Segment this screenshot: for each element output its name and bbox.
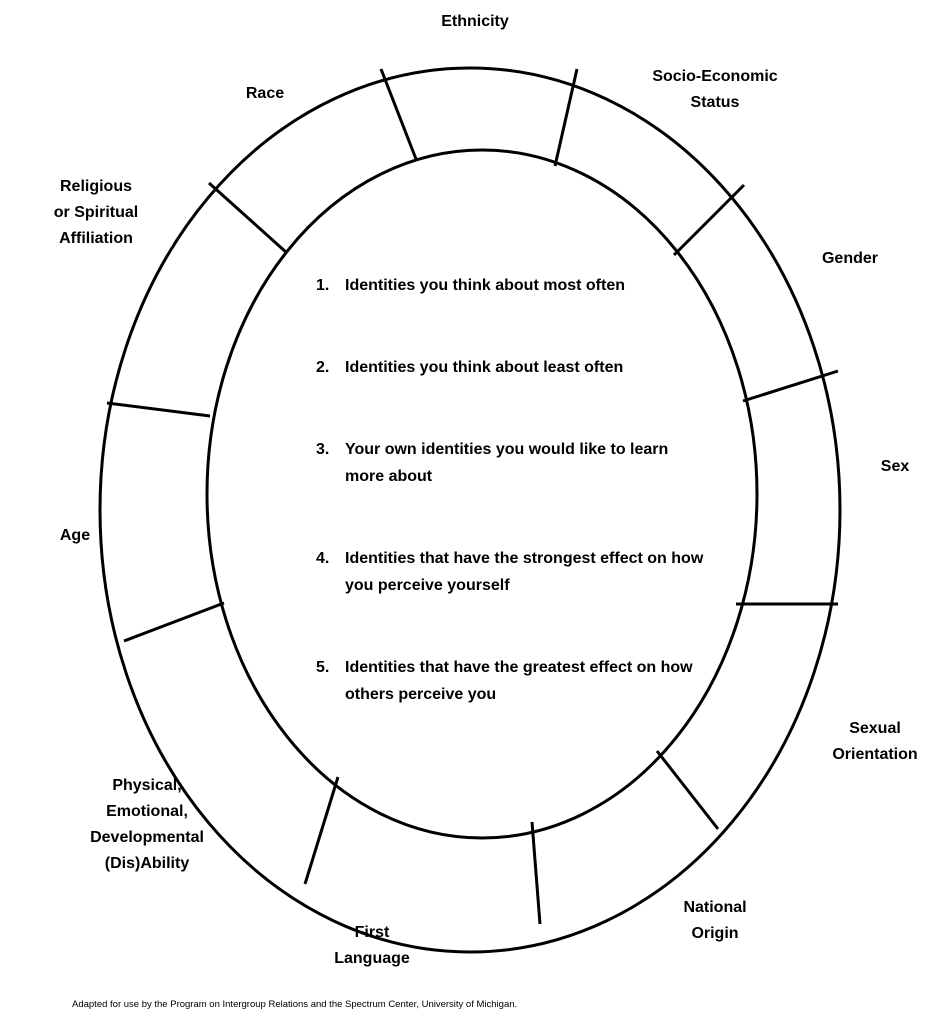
- label-age: Age: [59, 527, 91, 544]
- divider-age-religion: [106, 401, 211, 418]
- label-ethnicity: Ethnicity: [441, 13, 509, 30]
- label-national-origin: National Origin: [683, 899, 747, 942]
- prompt-number: 5.: [316, 659, 330, 676]
- prompt-item: 3. Your own identities you would like to…: [316, 436, 716, 490]
- prompt-item: 5. Identities that have the greatest eff…: [316, 654, 716, 708]
- label-gender: Gender: [821, 250, 878, 267]
- label-sex: Sex: [880, 458, 910, 475]
- divider-race-ethnicity: [379, 68, 418, 160]
- divider-language-ability: [303, 776, 340, 885]
- prompt-item: 4. Identities that have the strongest ef…: [316, 545, 716, 599]
- prompt-text: Identities you think about least often: [345, 359, 624, 376]
- prompt-number: 3.: [316, 441, 330, 458]
- divider-ability-age: [123, 601, 225, 643]
- credit-note: Adapted for use by the Program on Interg…: [72, 999, 518, 1010]
- label-first-language: First Language: [334, 924, 410, 967]
- outer-ring: [98, 66, 842, 954]
- label-socio-economic-status: Socio-Economic Status: [652, 68, 778, 111]
- label-sexual-orientation: Sexual Orientation: [832, 720, 918, 763]
- divider-national-language: [530, 821, 542, 925]
- prompt-number: 2.: [316, 359, 330, 376]
- divider-gender-sex: [742, 369, 839, 403]
- label-ability: Physical, Emotional, Developmental (Dis)…: [90, 777, 204, 872]
- inner-ring: [205, 148, 759, 840]
- divider-ses-gender: [672, 183, 746, 257]
- label-religion: Religious or Spiritual Affiliation: [53, 178, 139, 247]
- label-race: Race: [245, 85, 285, 102]
- divider-ethnicity-ses: [553, 68, 579, 167]
- prompt-text: Identities you think about most often: [345, 277, 625, 294]
- prompt-number: 4.: [316, 550, 330, 567]
- prompt-text: Identities that have the strongest effec…: [345, 550, 704, 594]
- divider-orientation-national: [655, 750, 720, 830]
- prompt-number: 1.: [316, 277, 330, 294]
- prompt-item: 2. Identities you think about least ofte…: [316, 354, 716, 381]
- prompt-item: 1. Identities you think about most often: [316, 272, 716, 299]
- prompt-text: Your own identities you would like to le…: [345, 441, 669, 485]
- divider-religion-race: [207, 181, 289, 255]
- prompt-text: Identities that have the greatest effect…: [345, 659, 693, 703]
